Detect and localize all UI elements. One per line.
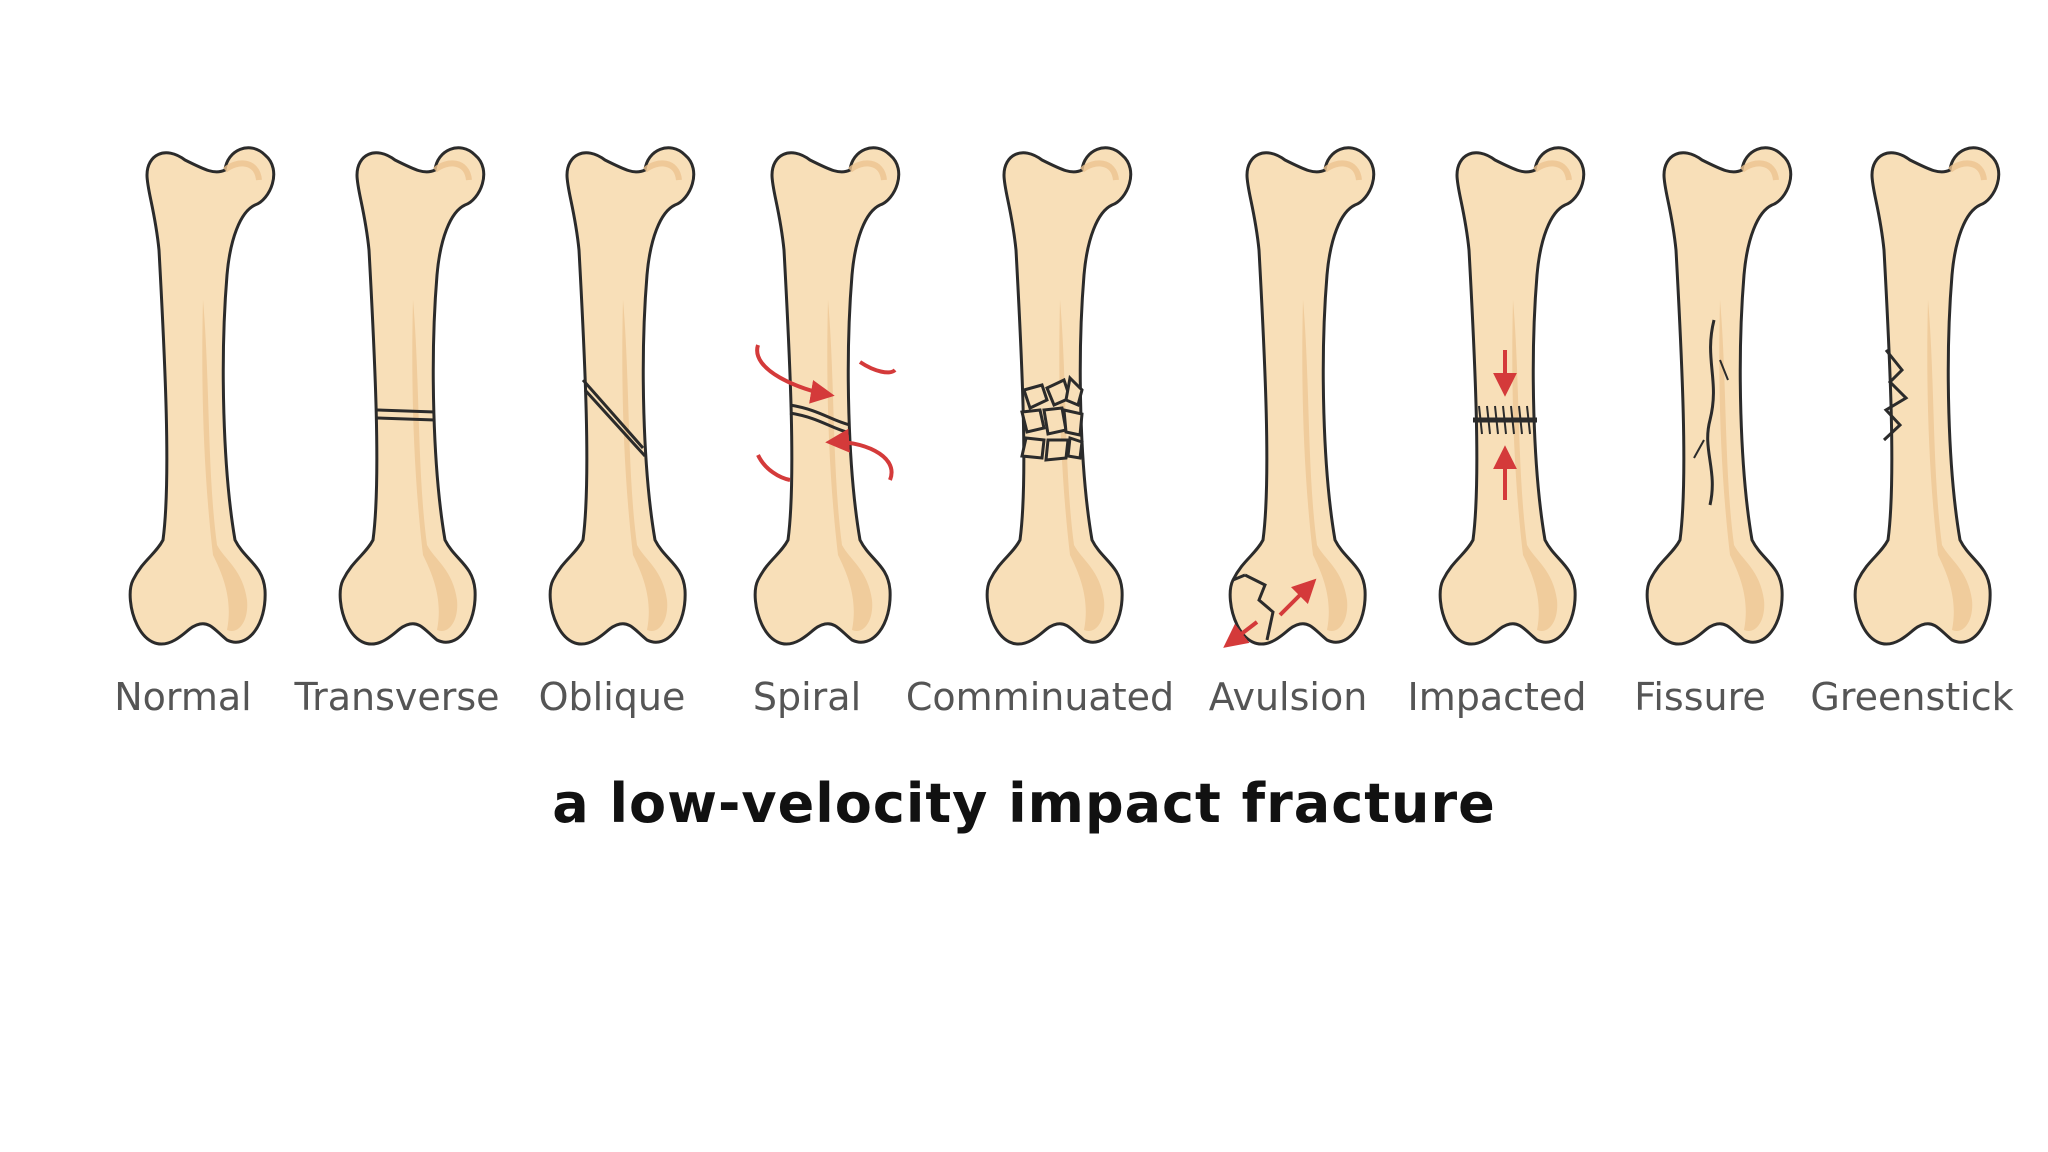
bone-head-shading bbox=[1533, 160, 1572, 181]
bone-head-shading bbox=[433, 160, 472, 181]
bone-head-shading bbox=[643, 160, 682, 181]
bone-shading bbox=[827, 300, 873, 631]
fracture-line bbox=[1486, 405, 1491, 435]
bone-shading bbox=[1927, 300, 1973, 631]
bone-label-spiral: Spiral bbox=[753, 675, 861, 719]
fracture-line bbox=[376, 408, 436, 414]
bone-label-greenstick: Greenstick bbox=[1810, 675, 2013, 719]
bone-fragment bbox=[1062, 408, 1084, 437]
bone-shading bbox=[1302, 300, 1348, 631]
fracture-line bbox=[1719, 359, 1729, 381]
bone-shading bbox=[1059, 300, 1105, 631]
fracture-line bbox=[1693, 439, 1705, 459]
bone-fragment bbox=[1022, 383, 1049, 411]
bone-shape bbox=[1853, 146, 2001, 646]
bone-shape bbox=[338, 146, 486, 646]
bone-label-comminuated: Comminuated bbox=[906, 675, 1174, 719]
bone-shape bbox=[1438, 146, 1586, 646]
fracture-line bbox=[1478, 405, 1483, 435]
bone-head-shading bbox=[1080, 160, 1119, 181]
fracture-line bbox=[1244, 573, 1275, 641]
bone-shading bbox=[412, 300, 458, 631]
bone-shading bbox=[1719, 300, 1765, 631]
bone-greenstick bbox=[1853, 146, 2001, 646]
fracture-types-figure: Normal Transverse Oblique Spiral Comminu… bbox=[114, 146, 2014, 719]
bone-avulsion bbox=[1223, 146, 1376, 648]
bone-shape bbox=[1228, 146, 1376, 646]
twist-arc bbox=[858, 360, 897, 375]
fracture-line bbox=[1494, 405, 1499, 435]
fracture-line bbox=[1232, 573, 1246, 582]
bone-fragment bbox=[1044, 438, 1070, 462]
bone-label-normal: Normal bbox=[114, 675, 252, 719]
twist-arc bbox=[756, 454, 791, 482]
bone-oblique bbox=[548, 146, 696, 646]
fracture-line bbox=[1526, 405, 1531, 435]
force-arrow bbox=[1278, 578, 1317, 617]
bone-head-shading bbox=[1323, 160, 1362, 181]
bone-label-transverse: Transverse bbox=[293, 675, 499, 719]
bone-head-shading bbox=[1740, 160, 1779, 181]
bone-label-oblique: Oblique bbox=[539, 675, 686, 719]
bone-label-impacted: Impacted bbox=[1408, 675, 1587, 719]
bone-shape bbox=[1645, 146, 1793, 646]
force-arrow bbox=[755, 344, 835, 404]
bone-shading bbox=[202, 300, 248, 631]
bone-normal bbox=[128, 146, 276, 646]
bone-fragment bbox=[1020, 436, 1046, 460]
bone-fragment bbox=[1064, 374, 1084, 408]
bone-shading bbox=[1512, 300, 1558, 631]
bone-comminuted bbox=[985, 146, 1133, 646]
bone-label-avulsion: Avulsion bbox=[1209, 675, 1368, 719]
bone-head-shading bbox=[848, 160, 887, 181]
bone-spiral bbox=[753, 146, 901, 646]
bone-head-shading bbox=[1948, 160, 1987, 181]
fracture-line bbox=[1882, 349, 1909, 442]
bone-shape bbox=[128, 146, 276, 646]
force-arrow bbox=[825, 428, 894, 481]
bone-label-fissure: Fissure bbox=[1634, 675, 1766, 719]
fracture-line bbox=[1706, 319, 1716, 506]
bone-shape bbox=[548, 146, 696, 646]
fracture-line bbox=[1502, 405, 1507, 435]
fracture-line bbox=[1518, 405, 1523, 435]
bone-fissure bbox=[1645, 146, 1793, 646]
fracture-line bbox=[583, 388, 647, 458]
bone-impacted bbox=[1438, 146, 1586, 646]
bone-transverse bbox=[338, 146, 486, 646]
bone-shading bbox=[622, 300, 668, 631]
fracture-line bbox=[376, 416, 436, 422]
bone-fragment bbox=[1066, 435, 1084, 460]
fracture-line bbox=[789, 403, 851, 427]
fracture-line bbox=[1510, 405, 1515, 435]
force-arrow bbox=[1223, 620, 1259, 648]
fracture-line bbox=[581, 379, 645, 449]
figure-caption: a low-velocity impact fracture bbox=[552, 772, 1496, 835]
bone-head-shading bbox=[223, 160, 262, 181]
bone-fragment bbox=[1020, 408, 1046, 434]
